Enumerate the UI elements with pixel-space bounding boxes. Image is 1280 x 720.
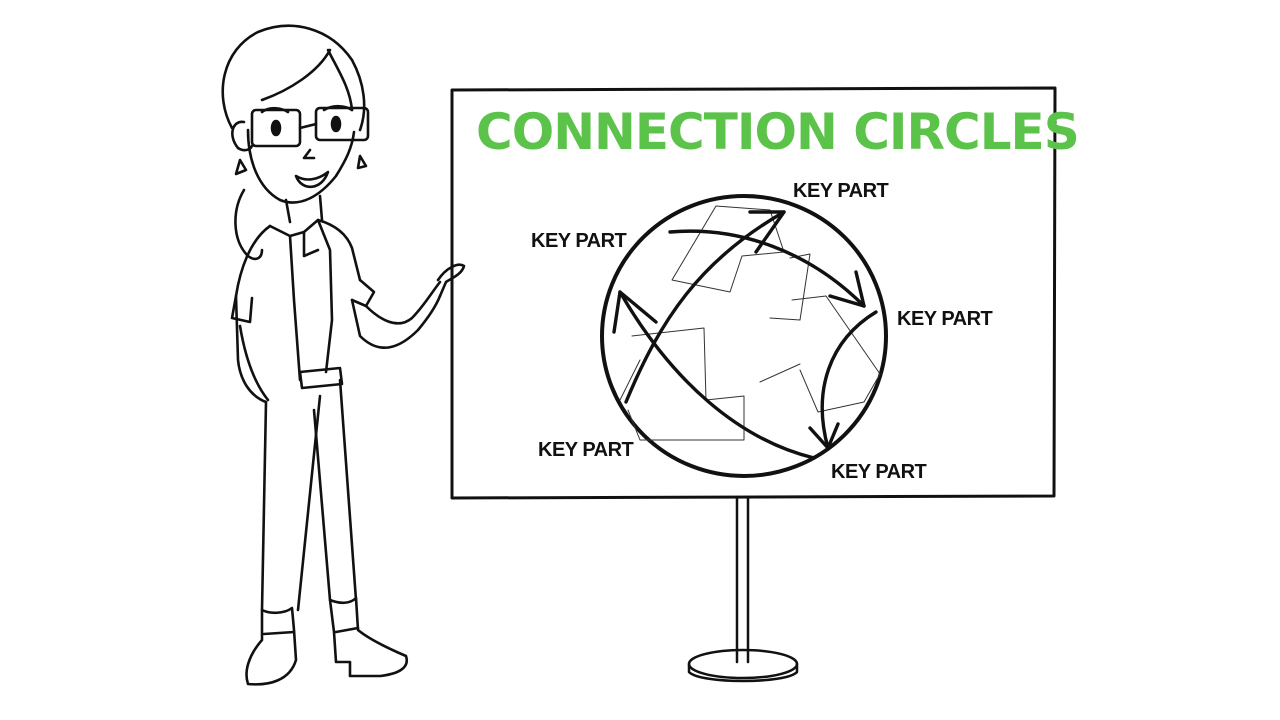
key-part-label-right: KEY PART: [897, 308, 993, 330]
key-part-label-bottom-right: KEY PART: [831, 461, 927, 483]
key-part-label-bottom-left: KEY PART: [538, 439, 634, 461]
key-part-label-top-left: KEY PART: [531, 230, 627, 252]
stand-post: [735, 496, 750, 657]
stand-base: [687, 648, 799, 680]
shoe-left: [245, 606, 298, 686]
arrow-2: [668, 229, 866, 308]
legs: [260, 400, 268, 612]
arrow-4: [618, 290, 816, 460]
arrow-1: [624, 210, 786, 404]
shoe-right: [328, 596, 409, 678]
board-frame: [450, 86, 1057, 500]
arrow-3: [820, 310, 878, 450]
key-part-label-top-right: KEY PART: [793, 180, 889, 202]
connection-circle: [600, 194, 888, 478]
board-title: CONNECTION CIRCLES: [476, 103, 1080, 161]
face: [246, 128, 356, 204]
hair: [221, 24, 366, 132]
